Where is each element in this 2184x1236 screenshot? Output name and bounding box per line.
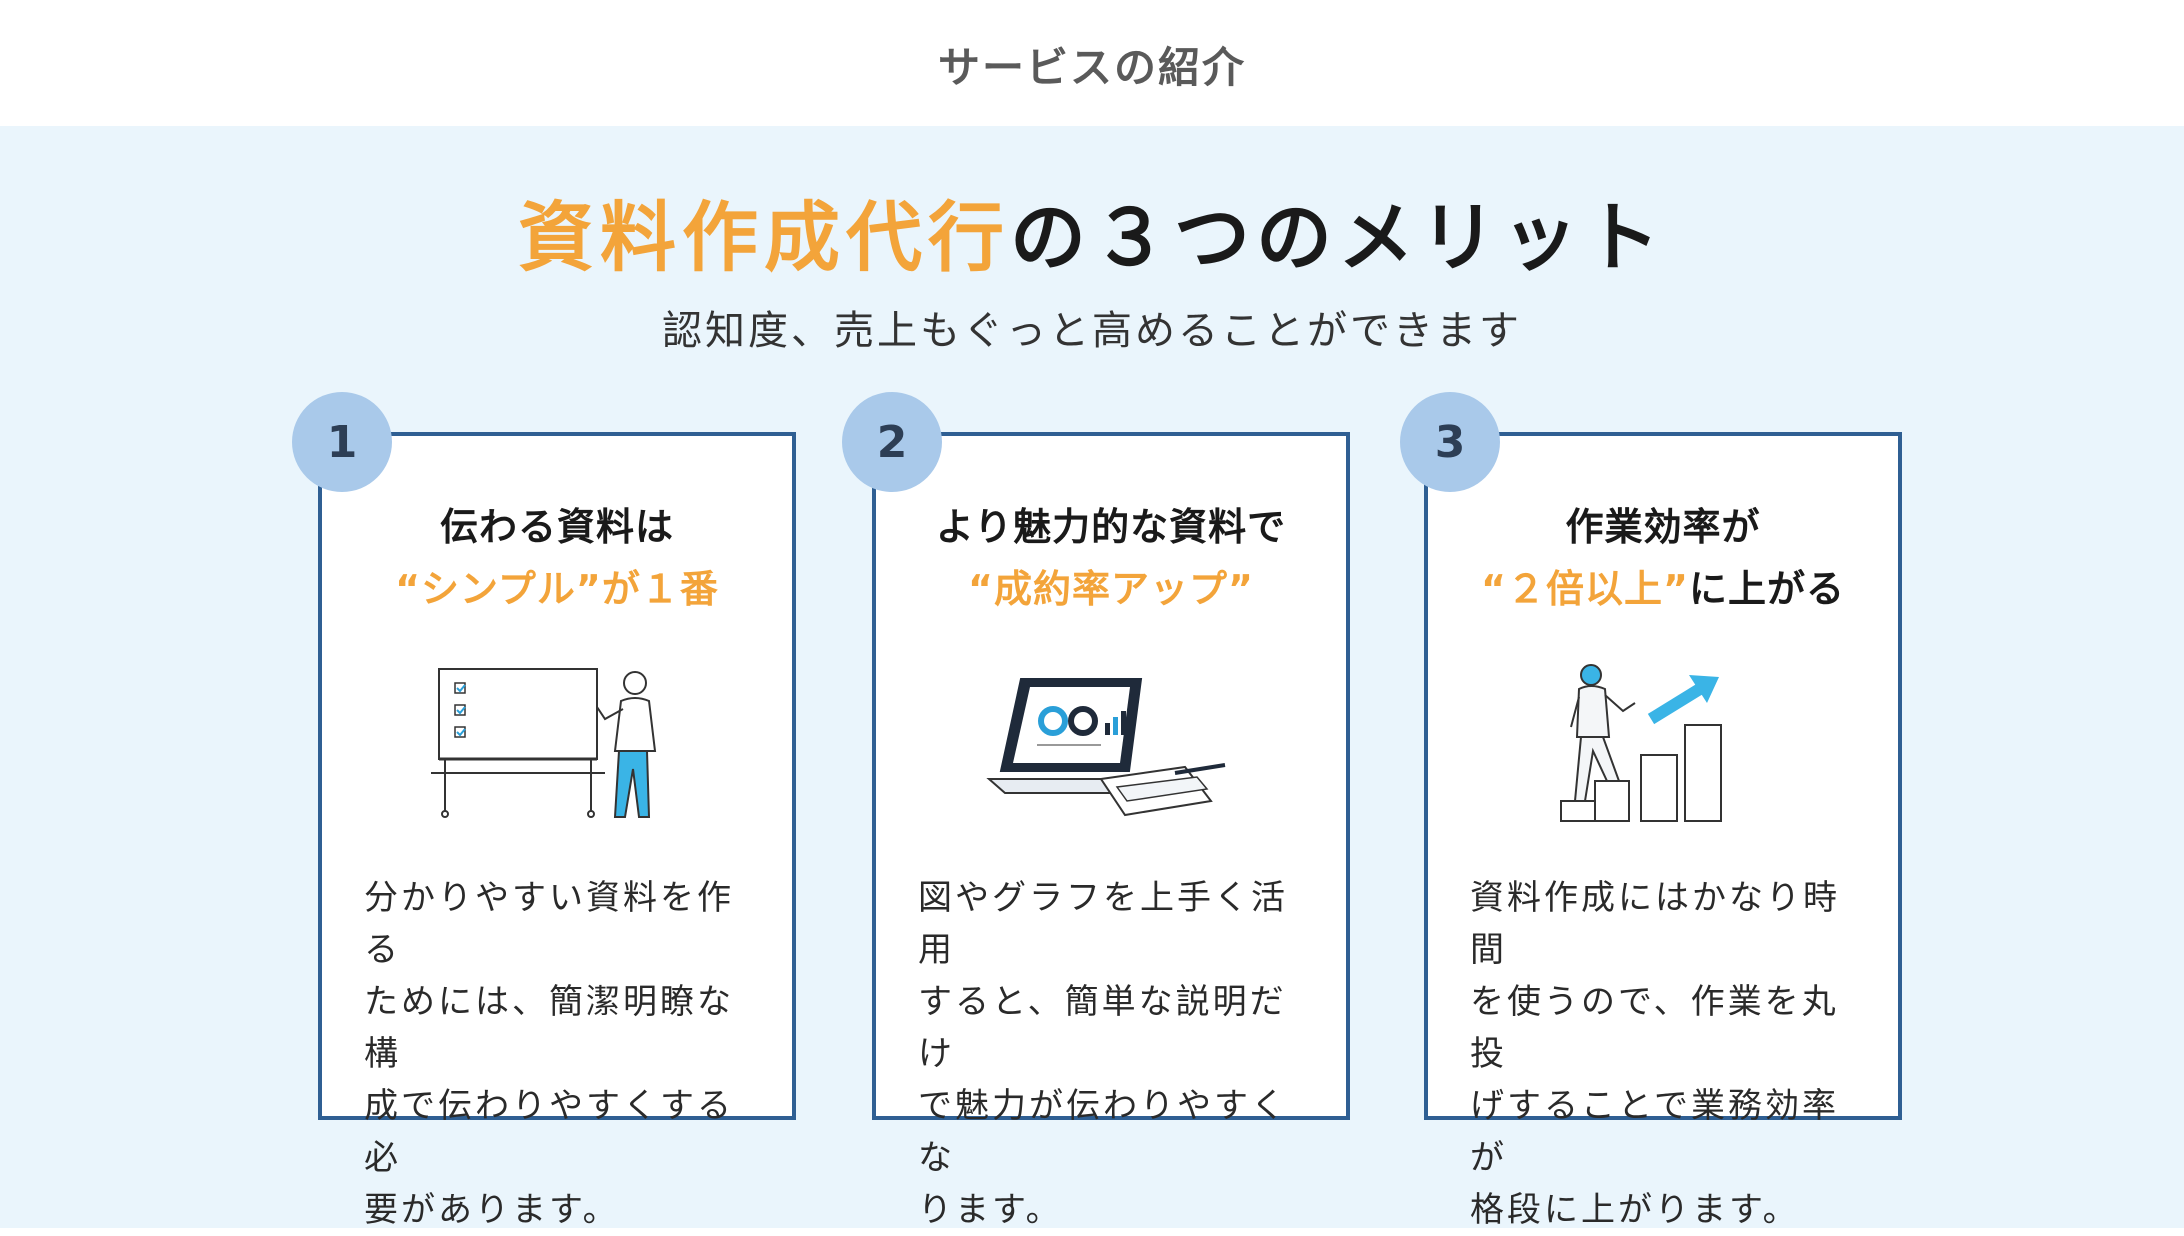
header-bar: サービスの紹介: [0, 0, 2184, 126]
card-title-line1: より魅力的な資料で: [935, 505, 1287, 549]
card-title-rest: が１番: [601, 567, 719, 611]
headline-rest: の３つのメリット: [1010, 193, 1666, 282]
merit-card-3: 作業効率が “２倍以上”に上がる 資料作成にはかなり時間 を使うので、作業を丸投…: [1424, 432, 1902, 1230]
card-title-line1: 作業効率が: [1565, 505, 1761, 549]
presentation-whiteboard-icon: [431, 668, 657, 818]
merit-card-2: より魅力的な資料で “成約率アップ” 図やグラフを上手く活用 すると、簡単な説明…: [872, 432, 1350, 1230]
card-number-badge-1: 1: [292, 392, 392, 492]
page-title: サービスの紹介: [937, 43, 1246, 92]
card-title-accent: “２倍以上”: [1481, 567, 1689, 611]
card-title-accent: “成約率アップ”: [968, 567, 1254, 611]
merit-card-1: 伝わる資料は “シンプル”が１番 分かりやすい資料を作る ためには、簡潔明瞭な構…: [318, 432, 796, 1230]
headline-accent: 資料作成代行: [518, 193, 1010, 282]
card-title-line2: “シンプル”が１番: [322, 558, 792, 613]
climbing-steps-growth-icon: [1560, 664, 1722, 822]
card-number-badge-3: 3: [1400, 392, 1500, 492]
merits-subtitle: 認知度、売上もぐっと高めることができます: [662, 308, 1522, 354]
card-title-accent: “シンプル”: [395, 567, 602, 611]
card-title-line2: “２倍以上”に上がる: [1428, 558, 1898, 613]
card-body: 分かりやすい資料を作る ためには、簡潔明瞭な構 成で伝わりやすくする必 要があり…: [364, 878, 734, 1230]
card-title-tail: に上がる: [1688, 567, 1845, 611]
card-body: 資料作成にはかなり時間 を使うので、作業を丸投 げすることで業務効率が 格段に上…: [1470, 878, 1840, 1230]
card-title-line1: 伝わる資料は: [439, 505, 674, 549]
card-body: 図やグラフを上手く活用 すると、簡単な説明だけ で魅力が伝わりやすくな ります。: [918, 878, 1288, 1230]
card-number-badge-2: 2: [842, 392, 942, 492]
merits-headline: 資料作成代行の３つのメリット: [0, 190, 2184, 286]
tablet-charts-icon: [986, 678, 1226, 817]
card-title-line2: “成約率アップ”: [876, 558, 1346, 613]
